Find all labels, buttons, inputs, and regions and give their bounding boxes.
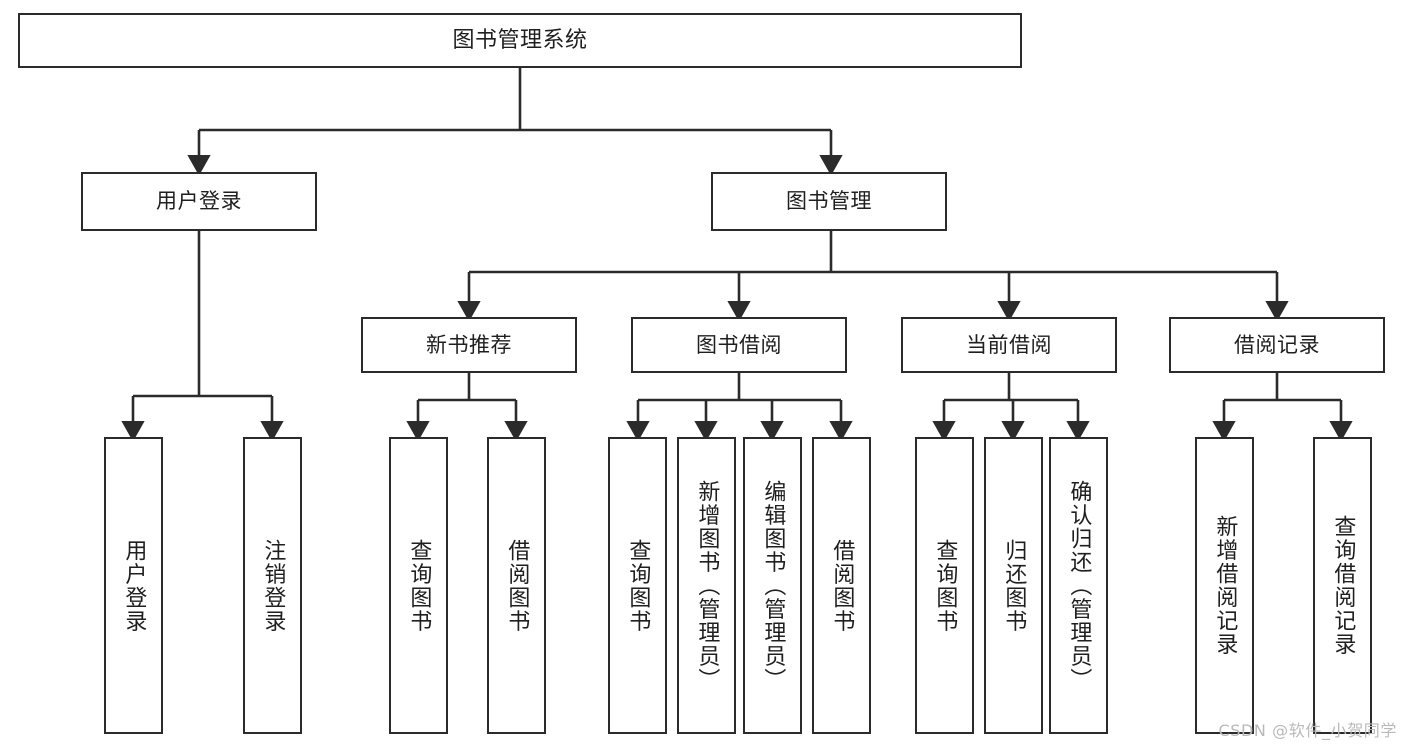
node-label: 查询图书	[932, 538, 958, 633]
leaf-query-book-current[interactable]: 查询图书	[915, 437, 974, 734]
leaf-return-book[interactable]: 归还图书	[984, 437, 1043, 734]
node-label: 编辑图书（管理员）	[760, 479, 786, 692]
node-root-system[interactable]: 图书管理系统	[18, 13, 1022, 68]
node-book-management[interactable]: 图书管理	[711, 172, 947, 231]
node-book-borrow[interactable]: 图书借阅	[631, 317, 847, 373]
node-new-book-recommend[interactable]: 新书推荐	[361, 317, 577, 373]
node-label: 确认归还（管理员）	[1066, 479, 1092, 692]
node-label: 查询图书	[625, 538, 651, 633]
node-borrow-record[interactable]: 借阅记录	[1169, 317, 1385, 373]
node-label: 归还图书	[1001, 538, 1027, 633]
node-label: 借阅记录	[1234, 332, 1320, 357]
node-label: 查询图书	[406, 538, 432, 633]
node-label: 新书推荐	[426, 332, 512, 357]
watermark-text: CSDN @软件_小贺同学	[1218, 721, 1397, 740]
node-label: 注销登录	[260, 538, 286, 633]
node-label: 用户登录	[156, 189, 242, 214]
leaf-query-book-borrow[interactable]: 查询图书	[608, 437, 667, 734]
node-label: 图书管理系统	[452, 27, 588, 53]
leaf-edit-book-admin[interactable]: 编辑图书（管理员）	[743, 437, 802, 734]
leaf-query-borrow-record[interactable]: 查询借阅记录	[1313, 437, 1372, 734]
node-label: 图书管理	[786, 189, 872, 214]
node-user-login[interactable]: 用户登录	[81, 172, 317, 231]
leaf-user-logout[interactable]: 注销登录	[243, 437, 302, 734]
node-label: 新增图书（管理员）	[694, 479, 720, 692]
node-current-borrow[interactable]: 当前借阅	[901, 317, 1117, 373]
node-label: 新增借阅记录	[1212, 515, 1238, 656]
node-label: 图书借阅	[696, 332, 782, 357]
leaf-query-book-recommend[interactable]: 查询图书	[389, 437, 448, 734]
node-label: 用户登录	[121, 538, 147, 633]
node-label: 借阅图书	[504, 538, 530, 633]
leaf-confirm-return-admin[interactable]: 确认归还（管理员）	[1049, 437, 1108, 734]
leaf-user-login[interactable]: 用户登录	[104, 437, 163, 734]
leaf-add-borrow-record[interactable]: 新增借阅记录	[1195, 437, 1254, 734]
leaf-add-book-admin[interactable]: 新增图书（管理员）	[677, 437, 736, 734]
leaf-borrow-book-recommend[interactable]: 借阅图书	[487, 437, 546, 734]
node-label: 借阅图书	[829, 538, 855, 633]
node-label: 当前借阅	[966, 332, 1052, 357]
leaf-borrow-book[interactable]: 借阅图书	[812, 437, 871, 734]
node-label: 查询借阅记录	[1330, 515, 1356, 656]
